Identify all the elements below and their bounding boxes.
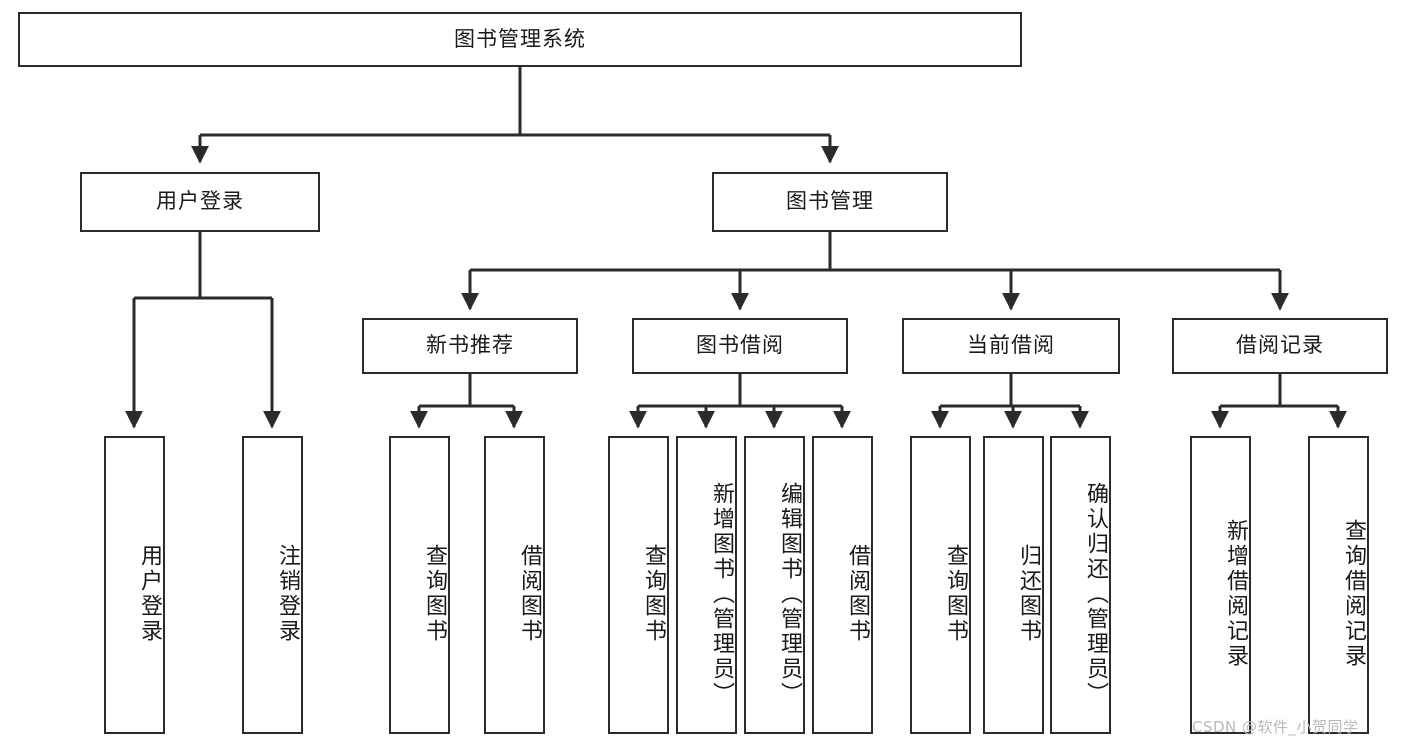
node-level2-label: 用户登录 (156, 189, 244, 214)
node-level3[interactable]: 借阅记录 (1172, 318, 1388, 374)
node-leaf-label: 用户登录 (137, 544, 162, 644)
node-level3[interactable]: 新书推荐 (362, 318, 578, 374)
node-leaf-label: 借阅图书 (845, 544, 870, 644)
node-leaf[interactable]: 查询图书 (910, 436, 971, 734)
node-leaf-label: 新增借阅记录 (1223, 519, 1248, 669)
node-leaf-label: 确认归还（管理员） (1083, 481, 1108, 707)
csdn-watermark: CSDN @软件_小贺同学 (1192, 718, 1359, 736)
node-level3[interactable]: 当前借阅 (902, 318, 1120, 374)
node-leaf-label: 查询借阅记录 (1341, 519, 1366, 669)
node-root-label: 图书管理系统 (454, 26, 586, 51)
node-root[interactable]: 图书管理系统 (18, 12, 1022, 67)
node-leaf[interactable]: 编辑图书（管理员） (744, 436, 805, 734)
node-leaf-label: 注销登录 (275, 544, 300, 644)
node-leaf-label: 新增图书（管理员） (709, 481, 734, 707)
node-leaf[interactable]: 新增图书（管理员） (676, 436, 737, 734)
node-leaf[interactable]: 查询图书 (389, 436, 450, 734)
node-level2[interactable]: 用户登录 (80, 172, 320, 232)
node-leaf[interactable]: 查询借阅记录 (1308, 436, 1369, 734)
node-level2[interactable]: 图书管理 (712, 172, 948, 232)
node-level3-label: 当前借阅 (967, 333, 1055, 358)
node-level3[interactable]: 图书借阅 (632, 318, 848, 374)
node-leaf[interactable]: 新增借阅记录 (1190, 436, 1251, 734)
node-level3-label: 借阅记录 (1236, 333, 1324, 358)
node-leaf[interactable]: 用户登录 (104, 436, 165, 734)
node-leaf-label: 查询图书 (422, 544, 447, 644)
node-leaf-label: 归还图书 (1016, 544, 1041, 644)
node-leaf[interactable]: 确认归还（管理员） (1050, 436, 1111, 734)
node-leaf[interactable]: 查询图书 (608, 436, 669, 734)
node-leaf[interactable]: 借阅图书 (484, 436, 545, 734)
node-level3-label: 新书推荐 (426, 333, 514, 358)
node-level3-label: 图书借阅 (696, 333, 784, 358)
node-leaf-label: 编辑图书（管理员） (777, 481, 802, 707)
node-leaf[interactable]: 借阅图书 (812, 436, 873, 734)
node-leaf-label: 查询图书 (641, 544, 666, 644)
node-leaf-label: 查询图书 (943, 544, 968, 644)
node-leaf-label: 借阅图书 (517, 544, 542, 644)
node-leaf[interactable]: 注销登录 (242, 436, 303, 734)
node-leaf[interactable]: 归还图书 (983, 436, 1044, 734)
node-level2-label: 图书管理 (786, 189, 874, 214)
